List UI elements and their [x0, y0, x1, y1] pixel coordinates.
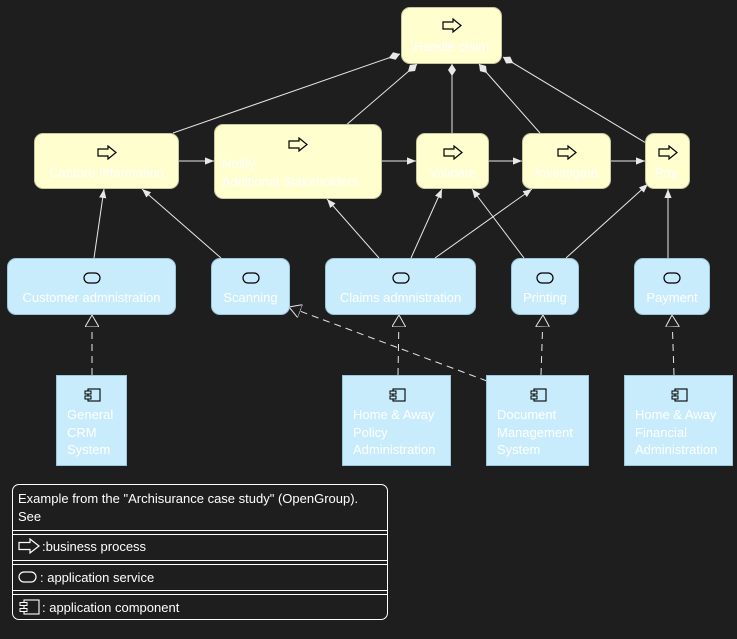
- legend-header: Example from the "Archisurance case stud…: [18, 490, 358, 526]
- process-label: Capture Information: [49, 165, 164, 180]
- legend-service-label: : application service: [40, 569, 155, 585]
- legend-component-label: : application component: [42, 599, 180, 615]
- service-customer-administration[interactable]: Customer admnistration: [7, 258, 176, 315]
- process-label-line2: Additional Stakeholders: [222, 174, 359, 189]
- use-scanning-capture: [141, 188, 222, 259]
- application-service-icon: [391, 272, 410, 284]
- component-label: Home & Away Policy Administration: [353, 407, 436, 457]
- use-claims-investigate: [434, 188, 533, 259]
- use-customer-capture: [93, 188, 107, 259]
- process-label: Investigate: [535, 165, 598, 180]
- legend-process-label: :business process: [42, 538, 147, 554]
- process-arrow-icon: [442, 145, 463, 160]
- process-arrow-icon: [556, 145, 577, 160]
- realize-policy-claims: [398, 315, 399, 376]
- realize-doc-scanning: [289, 307, 488, 382]
- use-printing-pay: [565, 183, 649, 259]
- legend-divider: [13, 530, 387, 535]
- service-label: Claims admnistration: [339, 290, 462, 305]
- application-service-icon: [18, 571, 37, 583]
- process-capture-information[interactable]: Capture Information: [34, 133, 179, 189]
- process-arrow-icon: [657, 145, 678, 160]
- use-claims-validate: [410, 188, 443, 259]
- component-label: Document Management System: [497, 407, 573, 457]
- process-validate[interactable]: Validate: [416, 133, 489, 189]
- process-notify-stakeholders[interactable]: Notify Additional Stakeholders: [214, 124, 382, 199]
- process-arrow-icon: [18, 538, 40, 554]
- process-label: Pay: [655, 165, 678, 180]
- service-claims-administration[interactable]: Claims admnistration: [325, 258, 476, 315]
- component-home-away-financial[interactable]: Home & Away Financial Administration: [624, 375, 733, 466]
- process-label: Validate: [429, 165, 476, 180]
- component-general-crm[interactable]: General CRM System: [56, 375, 127, 466]
- application-service-icon: [536, 272, 554, 284]
- application-service-icon: [241, 272, 260, 284]
- service-printing[interactable]: Printing: [511, 258, 579, 315]
- component-label: General CRM System: [67, 407, 114, 457]
- service-payment[interactable]: Payment: [634, 258, 710, 315]
- process-arrow-icon: [288, 137, 308, 152]
- legend: Example from the "Archisurance case stud…: [12, 484, 388, 620]
- application-component-icon: [530, 388, 547, 402]
- legend-divider: [13, 560, 387, 565]
- composition-capture-root: [172, 52, 401, 134]
- component-home-away-policy[interactable]: Home & Away Policy Administration: [342, 375, 451, 466]
- process-label-line1: Notify: [222, 156, 256, 171]
- service-label: Printing: [522, 290, 568, 305]
- application-component-icon: [84, 388, 101, 402]
- service-scanning[interactable]: Scanning: [211, 258, 290, 315]
- service-label: Payment: [646, 290, 698, 305]
- composition-pay-root: [502, 56, 647, 144]
- application-service-icon: [82, 272, 101, 284]
- composition-notify-root: [344, 63, 418, 127]
- application-component-icon: [19, 599, 40, 615]
- application-component-icon: [389, 388, 406, 402]
- component-label: Home & Away Financial Administration: [635, 407, 718, 457]
- service-label: Scanning: [223, 290, 278, 305]
- realize-financial-payment: [672, 315, 674, 376]
- process-investigate[interactable]: Investigate: [522, 133, 611, 189]
- process-label: Handle claim: [413, 39, 490, 54]
- use-claims-notify: [326, 198, 380, 259]
- service-label: Customer admnistration: [22, 290, 161, 305]
- process-arrow-icon: [441, 18, 462, 33]
- component-document-management[interactable]: Document Management System: [486, 375, 589, 466]
- process-pay[interactable]: Pay: [645, 133, 690, 189]
- legend-row-component: : application component: [18, 597, 179, 617]
- process-handle-claim[interactable]: Handle claim: [401, 7, 502, 64]
- legend-row-service: : application service: [18, 567, 154, 587]
- legend-divider: [13, 590, 387, 595]
- use-printing-validate: [471, 188, 525, 259]
- realize-doc-printing: [541, 315, 543, 376]
- application-service-icon: [663, 272, 681, 284]
- legend-row-process: :business process: [18, 536, 146, 556]
- composition-investigate-root: [478, 63, 541, 134]
- process-arrow-icon: [96, 145, 117, 160]
- legend-header-line1: Example from the "Archisurance case stud…: [18, 491, 359, 506]
- legend-header-line2: See: [18, 509, 42, 524]
- application-component-icon: [671, 388, 688, 402]
